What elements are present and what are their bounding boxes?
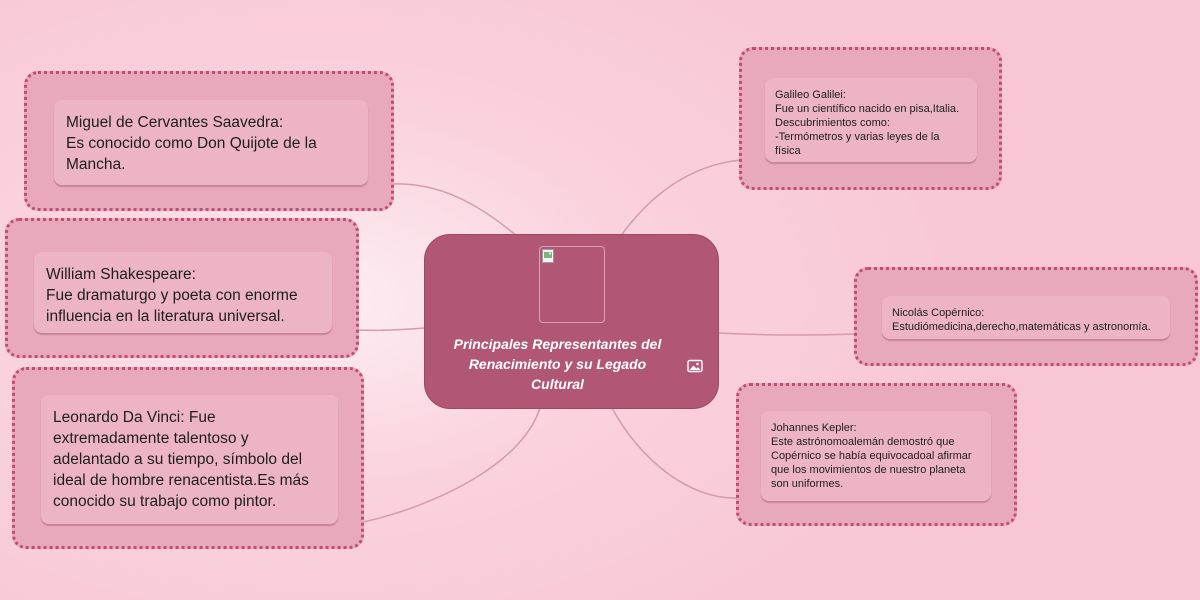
central-topic-title: Principales Representantes del Renacimie… [453,336,662,392]
topic-card-kepler[interactable]: Johannes Kepler: Este astrónomoalemán de… [761,411,991,501]
central-topic[interactable]: Principales Representantes del Renacimie… [424,234,719,409]
central-image-placeholder [539,246,605,323]
topic-node-shakespeare[interactable]: William Shakespeare: Fue dramaturgo y po… [5,218,359,358]
topic-node-kepler[interactable]: Johannes Kepler: Este astrónomoalemán de… [736,383,1017,526]
topic-node-davinci[interactable]: Leonardo Da Vinci: Fue extremadamente ta… [12,367,364,549]
topic-node-galileo[interactable]: Galileo Galilei: Fue un científico nacid… [739,47,1002,190]
image-icon[interactable] [687,359,703,373]
topic-card-shakespeare[interactable]: William Shakespeare: Fue dramaturgo y po… [34,252,332,333]
topic-card-copernico[interactable]: Nicolás Copérnico: Estudiómedicina,derec… [882,296,1170,339]
connector-galileo [619,159,742,238]
topic-card-galileo[interactable]: Galileo Galilei: Fue un científico nacid… [765,78,977,162]
connector-kepler [611,407,739,499]
topic-node-cervantes[interactable]: Miguel de Cervantes Saavedra: Es conocid… [24,71,394,211]
broken-image-icon [542,249,554,263]
connector-copernico [718,332,857,336]
topic-card-davinci[interactable]: Leonardo Da Vinci: Fue extremadamente ta… [41,395,338,524]
connector-cervantes [391,183,519,238]
connector-davinci [362,407,541,523]
topic-card-cervantes[interactable]: Miguel de Cervantes Saavedra: Es conocid… [54,100,368,185]
connector-shakespeare [356,327,425,332]
topic-node-copernico[interactable]: Nicolás Copérnico: Estudiómedicina,derec… [854,267,1198,366]
